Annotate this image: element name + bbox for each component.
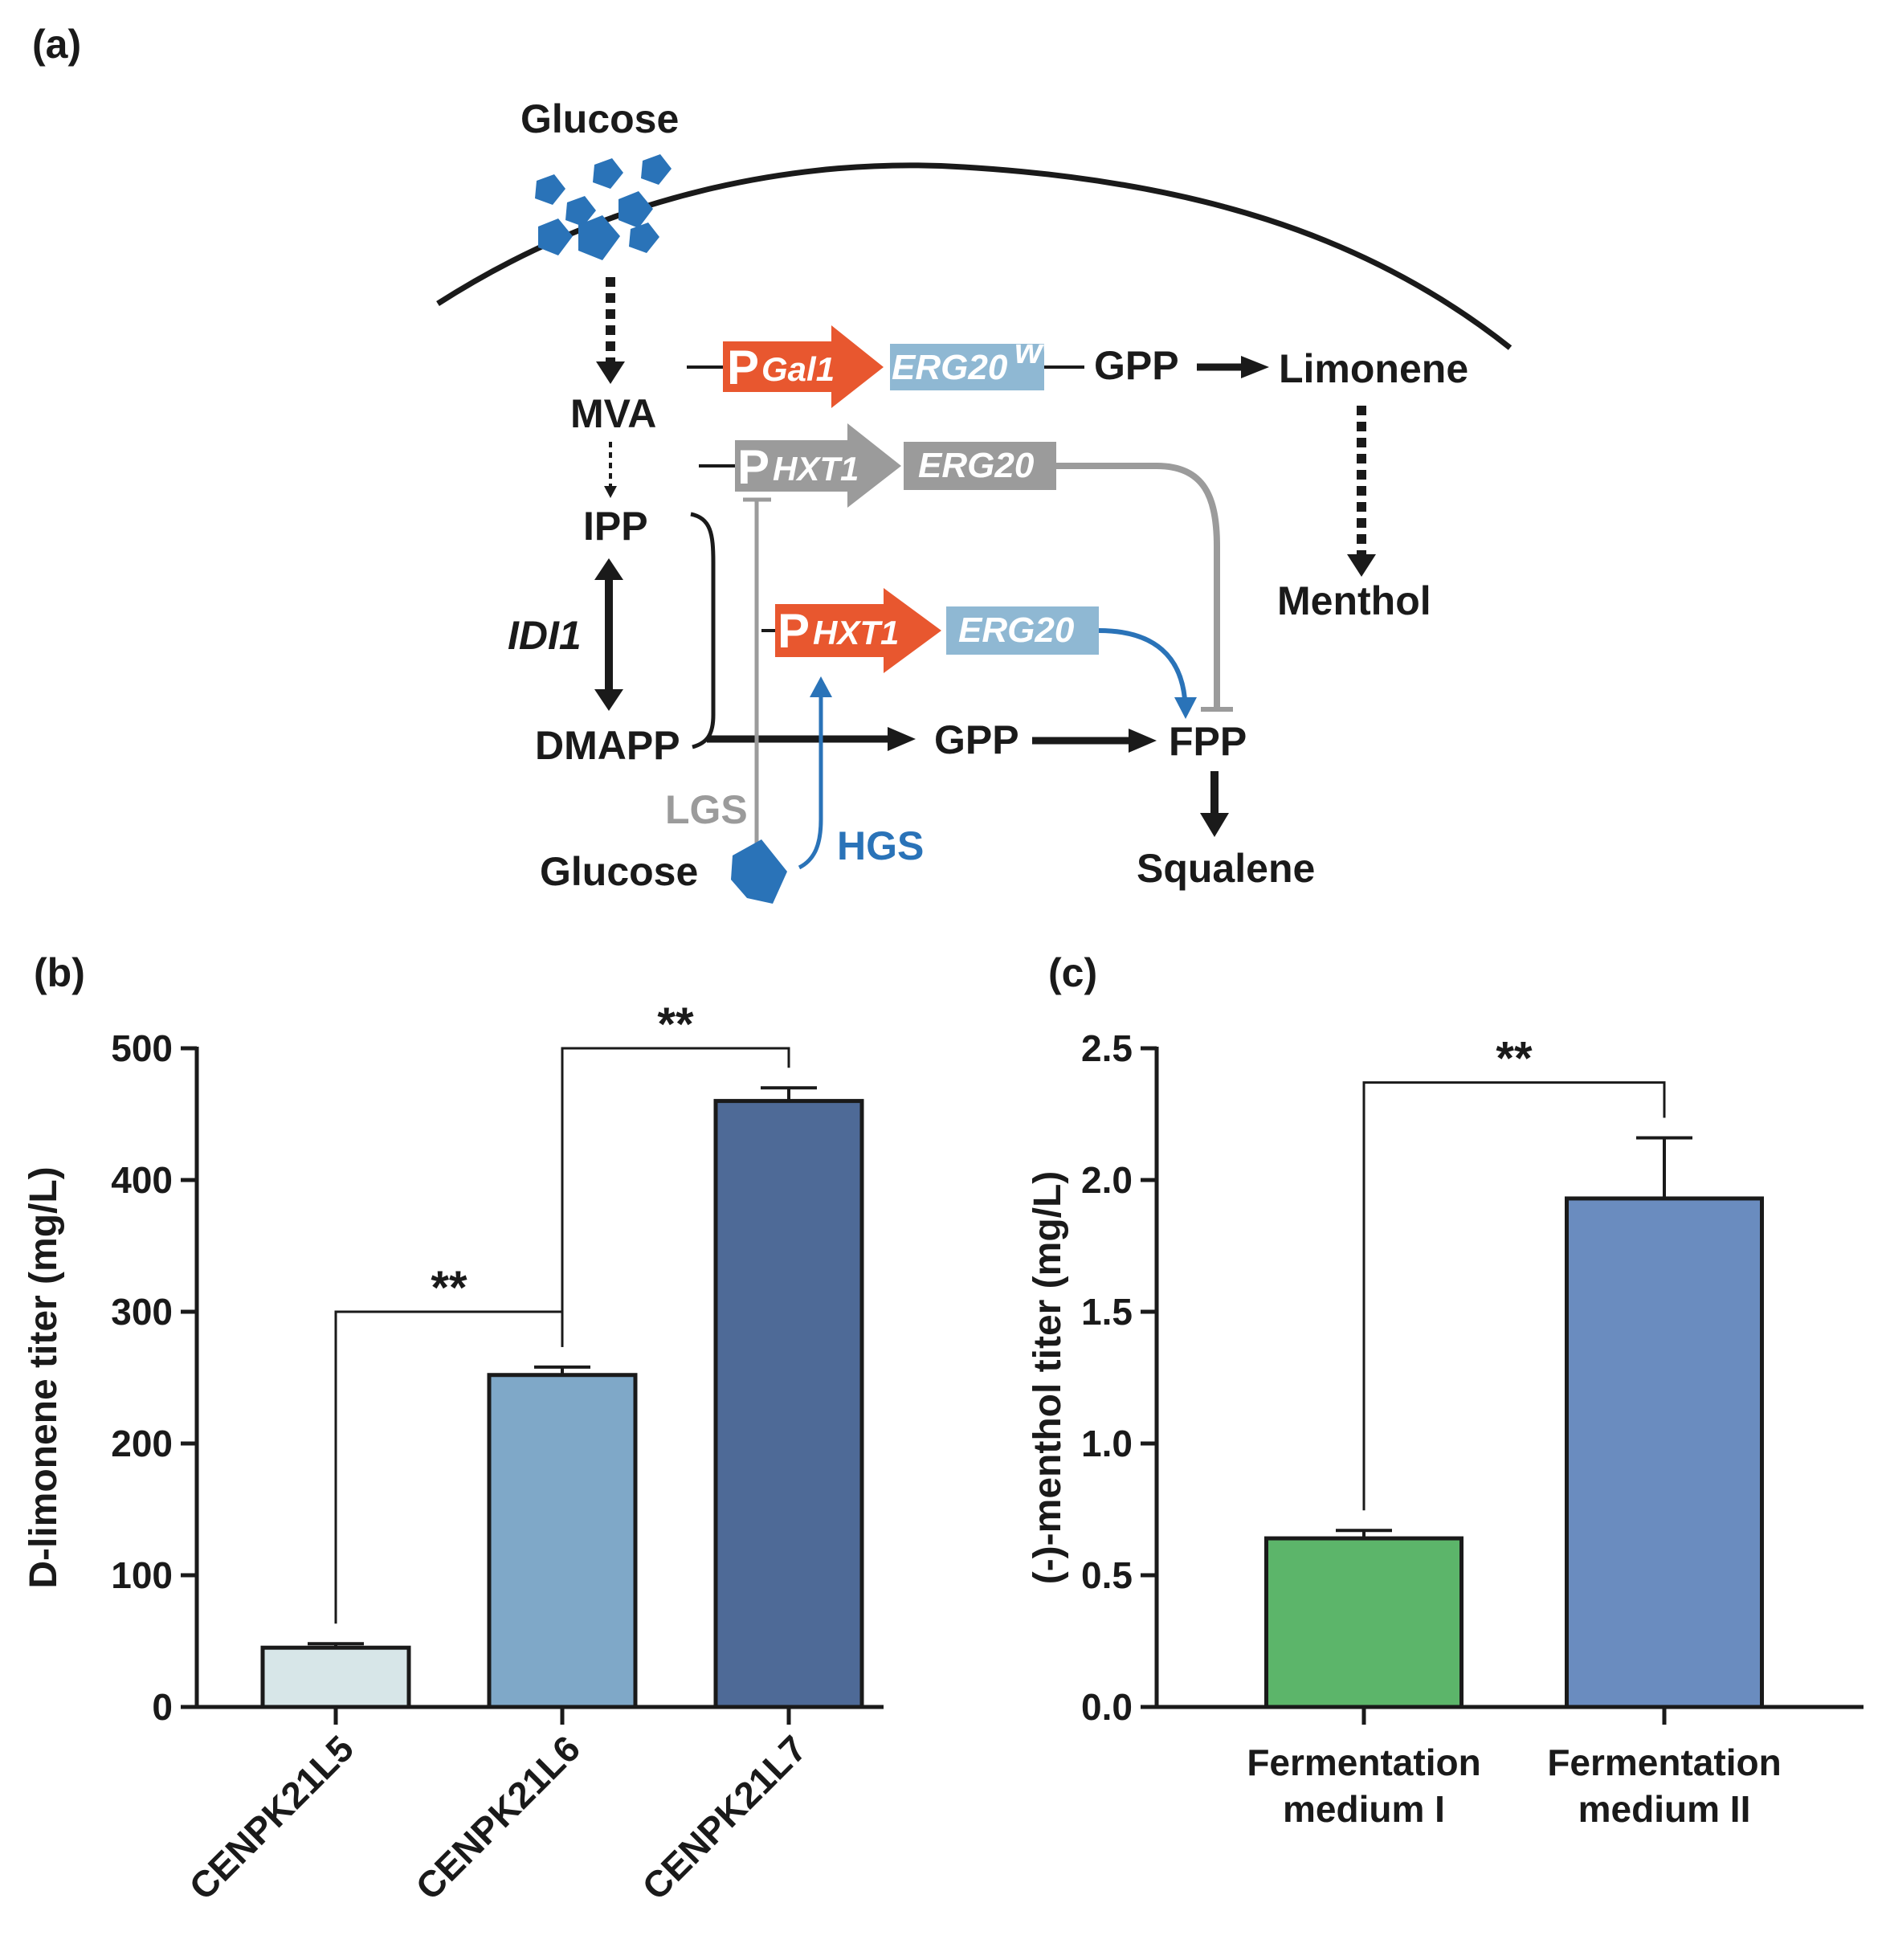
x-tick-label: CENPK21L7 (634, 1727, 814, 1908)
promoter-hxt1-red-name: HXT1 (813, 614, 899, 651)
x-tick-label: Fermentation (1547, 1742, 1781, 1783)
cassette-phxt1-erg20-grey: P HXT1 ERG20 (699, 423, 1056, 508)
hgs-label: HGS (837, 823, 924, 868)
y-axis-title: (-)-menthol titer (mg/L) (1027, 1171, 1069, 1585)
cell-membrane (436, 162, 1512, 350)
bar (1565, 1196, 1764, 1709)
y-tick-label: 500 (111, 1027, 173, 1069)
grey-inhibition-path (1056, 463, 1220, 707)
promoter-hxt1-grey-p: P (737, 440, 770, 494)
y-axis-title: D-limonene titer (mg/L) (22, 1166, 65, 1588)
bar (487, 1373, 638, 1709)
x-tick-label: Fermentation (1247, 1742, 1480, 1783)
promoter-hxt1-red-p: P (778, 604, 810, 658)
glucose-top-label: Glucose (520, 96, 679, 141)
significance-label: ** (1496, 1033, 1533, 1085)
gpp-top-label: GPP (1094, 343, 1179, 388)
significance-label: ** (657, 998, 694, 1051)
significance-bracket (561, 1047, 790, 1347)
idi1-label: IDI1 (508, 613, 582, 658)
significance-bracket (1362, 1081, 1666, 1511)
panel-label-c: (c) (1048, 950, 1097, 995)
y-tick-label: 2.0 (1081, 1159, 1133, 1201)
x-tick-label: CENPK21L6 (407, 1727, 588, 1908)
gene-erg20ww-sup: ww (1014, 332, 1072, 371)
y-tick-label: 2.5 (1081, 1027, 1133, 1069)
hgs-activation-path (798, 695, 823, 870)
promoter-gal1-name: Gal1 (761, 350, 835, 388)
cassette-phxt1-erg20-red: P HXT1 ERG20 (761, 588, 1099, 673)
promoter-hxt1-grey-name: HXT1 (773, 450, 859, 488)
dmapp-label: DMAPP (535, 723, 680, 768)
lgs-label: LGS (665, 787, 748, 832)
bar (1264, 1536, 1463, 1709)
y-tick-label: 0 (152, 1686, 173, 1728)
mva-label: MVA (570, 391, 656, 436)
y-tick-label: 200 (111, 1423, 173, 1464)
significance-label: ** (431, 1262, 467, 1314)
cassette-pgal1-erg20ww: P Gal1 ERG20 ww (687, 325, 1084, 408)
menthol-label: Menthol (1277, 578, 1431, 623)
x-tick-label: medium II (1578, 1788, 1751, 1830)
gpp-mid-label: GPP (934, 717, 1019, 762)
fpp-label: FPP (1169, 719, 1247, 764)
ipp-label: IPP (583, 504, 648, 549)
limonene-label: Limonene (1279, 346, 1468, 391)
panel-label-a: (a) (32, 22, 81, 67)
y-tick-label: 300 (111, 1291, 173, 1333)
y-tick-label: 0.0 (1081, 1686, 1133, 1728)
squalene-label: Squalene (1137, 846, 1315, 891)
x-tick-label: CENPK21L5 (181, 1727, 361, 1908)
y-tick-label: 400 (111, 1159, 173, 1201)
gene-erg20-red: ERG20 (958, 610, 1075, 650)
y-tick-label: 1.5 (1081, 1291, 1133, 1333)
ipp-dmapp-bracket (690, 512, 716, 749)
bar (713, 1099, 864, 1709)
bar (260, 1645, 411, 1709)
panel-label-b: (b) (34, 950, 85, 995)
y-tick-label: 0.5 (1081, 1554, 1133, 1596)
promoter-gal1-p: P (727, 341, 759, 394)
gene-erg20-grey: ERG20 (918, 446, 1035, 485)
y-tick-label: 100 (111, 1554, 173, 1596)
gene-erg20ww: ERG20 (892, 348, 1008, 387)
y-tick-label: 1.0 (1081, 1423, 1133, 1464)
chart-c-menthol: 0.0 0.5 1.0 1.5 2.0 2.5 (-)-menthol titer (mg/… (1027, 1027, 1864, 1830)
pathway-diagram: (a) Glucose MVA IPP IDI1 DMAPP (32, 22, 1512, 904)
glucose-bottom-label: Glucose (540, 849, 698, 894)
glucose-bottom-icon (731, 839, 787, 904)
x-tick-label: medium I (1283, 1788, 1445, 1830)
blue-activation-path (1098, 628, 1187, 700)
glucose-cluster-icon (535, 154, 672, 260)
